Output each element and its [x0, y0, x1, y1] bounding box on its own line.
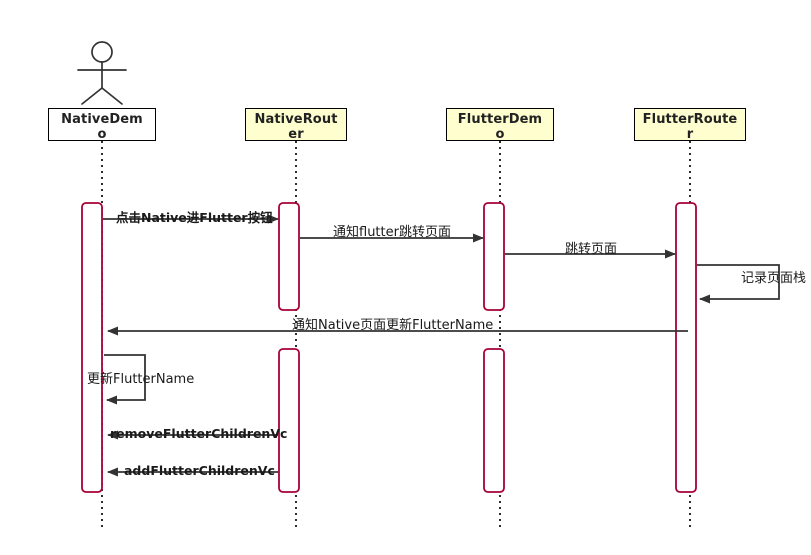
participant-label-nativedemo-line2: o — [97, 127, 107, 141]
activation-nativerouter-2 — [278, 348, 300, 493]
participant-box-nativedemo[interactable]: NativeDem o — [48, 108, 156, 141]
actor-icon-nativedemo — [77, 41, 127, 105]
message-label-remove-flutter-children-vc: removeFlutterChildrenVc — [110, 426, 288, 441]
message-label-record-page-stack: 记录页面栈 — [741, 271, 807, 286]
message-label-jump-page: 跳转页面 — [565, 242, 618, 257]
participant-label-flutterrouter-line1: FlutterRoute — [642, 112, 738, 127]
participant-label-nativerouter-line2: er — [288, 127, 304, 141]
activation-nativedemo-1 — [81, 202, 103, 493]
participant-label-flutterdemo-line1: FlutterDem — [457, 112, 543, 127]
activation-flutterdemo-1 — [483, 202, 505, 311]
activation-group — [81, 202, 697, 493]
message-label-notify-native-update-fluttername: 通知Native页面更新FlutterName — [292, 318, 494, 333]
message-label-notify-flutter-jump-page: 通知flutter跳转页面 — [333, 225, 451, 240]
participant-label-nativerouter-line1: NativeRout — [254, 112, 338, 127]
message-arrow-update-fluttername-self — [104, 354, 146, 405]
activation-nativerouter-1 — [278, 202, 300, 311]
message-arrow-record-page-stack-self — [697, 264, 780, 304]
message-label-click-native-enter-flutter: 点击Native进Flutter按钮 — [116, 210, 273, 225]
message-label-add-flutter-children-vc: addFlutterChildrenVc — [124, 463, 275, 478]
participant-box-flutterdemo[interactable]: FlutterDem o — [446, 108, 554, 141]
participant-label-nativedemo-line1: NativeDem — [61, 112, 143, 127]
message-label-update-fluttername: 更新FlutterName — [87, 372, 195, 387]
participant-box-nativerouter[interactable]: NativeRout er — [245, 108, 347, 141]
message-arrow-group — [103, 214, 780, 477]
activation-flutterdemo-2 — [483, 348, 505, 493]
participant-box-flutterrouter[interactable]: FlutterRoute r — [634, 108, 746, 141]
participant-label-flutterrouter-line2: r — [686, 127, 694, 141]
activation-flutterrouter-1 — [675, 202, 697, 493]
participant-label-flutterdemo-line2: o — [495, 127, 505, 141]
